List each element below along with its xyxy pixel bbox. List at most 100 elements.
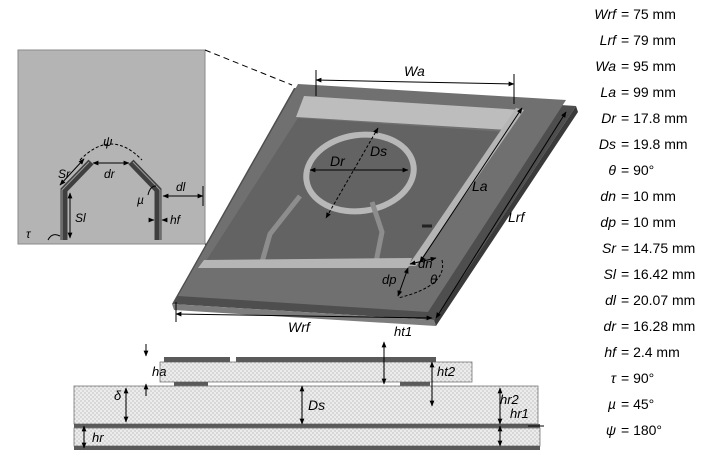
param-name: dp bbox=[600, 214, 616, 230]
psi-arc bbox=[79, 143, 143, 161]
psi-label: ψ bbox=[103, 134, 113, 149]
dp-label: dp bbox=[382, 272, 396, 287]
param-value: = 17.8 mm bbox=[621, 110, 688, 126]
param-name: La bbox=[600, 84, 616, 100]
dp-dimension bbox=[397, 267, 409, 297]
ds-height-label: Ds bbox=[308, 397, 325, 413]
right-strip-highlight bbox=[132, 161, 161, 240]
balun-detail-inset: ψ dr Sr Sl τ µ dl hf bbox=[17, 49, 293, 263]
param-name: Wa bbox=[595, 58, 616, 74]
param-name: θ bbox=[608, 162, 616, 178]
theta-arc bbox=[397, 259, 444, 299]
param-value: = 16.42 mm bbox=[621, 266, 696, 282]
param-row: dp = 10 mm bbox=[562, 212, 708, 232]
param-name: Dr bbox=[601, 110, 616, 126]
inset-leader-top bbox=[204, 49, 293, 86]
reflector-top-copper bbox=[74, 424, 540, 428]
param-name: dl bbox=[605, 292, 616, 308]
param-row: Wrf = 75 mm bbox=[562, 4, 708, 24]
param-name: µ bbox=[607, 396, 616, 412]
side-cross-section: ha δ Ds ht2 hr2 hr1 hr bbox=[73, 341, 544, 450]
delta-label: δ bbox=[114, 388, 122, 403]
hr-label: hr bbox=[92, 430, 104, 445]
param-name: ψ bbox=[605, 422, 616, 438]
bottom-light-strip bbox=[198, 258, 412, 268]
param-value: = 90° bbox=[621, 162, 655, 178]
param-name: dn bbox=[600, 188, 616, 204]
mu-arc bbox=[147, 185, 157, 196]
param-row: Sr = 14.75 mm bbox=[562, 238, 708, 258]
param-row: Ds = 19.8 mm bbox=[562, 134, 708, 154]
ds-label-main: Ds bbox=[370, 143, 387, 159]
sr-label: Sr bbox=[58, 167, 71, 181]
inset-background bbox=[17, 49, 206, 245]
param-row: µ = 45° bbox=[562, 394, 708, 414]
ht1-label: ht1 bbox=[394, 324, 412, 339]
param-name: Lrf bbox=[599, 32, 616, 48]
sr-dimension bbox=[59, 158, 85, 186]
param-row: θ = 90° bbox=[562, 160, 708, 180]
param-value: = 20.07 mm bbox=[621, 292, 696, 308]
param-value: = 79 mm bbox=[621, 32, 676, 48]
spacer-region bbox=[73, 385, 539, 425]
param-value: = 14.75 mm bbox=[621, 240, 696, 256]
dr-label: dr bbox=[104, 167, 116, 181]
param-value: = 10 mm bbox=[621, 188, 676, 204]
tau-arc bbox=[47, 234, 61, 241]
hf-label: hf bbox=[170, 213, 182, 227]
param-name: dr bbox=[603, 318, 616, 334]
param-row: dn = 10 mm bbox=[562, 186, 708, 206]
reflector-substrate bbox=[73, 427, 541, 447]
param-row: Lrf = 79 mm bbox=[562, 30, 708, 50]
ht2-label: ht2 bbox=[437, 364, 456, 379]
param-name: Sr bbox=[602, 240, 616, 256]
antenna-bottom-copper-left bbox=[174, 382, 208, 387]
param-value: = 90° bbox=[621, 370, 655, 386]
wa-label: Wa bbox=[404, 63, 425, 79]
antenna-top-copper-right bbox=[236, 357, 436, 362]
ha-label: ha bbox=[152, 364, 166, 379]
wrf-dimension bbox=[175, 311, 433, 321]
param-value: = 16.28 mm bbox=[621, 318, 696, 334]
param-value: = 10 mm bbox=[621, 214, 676, 230]
param-row: τ = 90° bbox=[562, 368, 708, 388]
lrf-dimension bbox=[435, 111, 567, 319]
param-name: Sl bbox=[603, 266, 616, 282]
lrf-label: Lrf bbox=[508, 209, 526, 225]
theta-label: θ bbox=[430, 272, 437, 287]
dr-label-main: Dr bbox=[330, 153, 346, 169]
mu-label: µ bbox=[137, 193, 144, 207]
tau-label: τ bbox=[26, 227, 32, 241]
param-row: dr = 16.28 mm bbox=[562, 316, 708, 336]
antenna-bottom-copper-right bbox=[400, 382, 430, 387]
antenna-top-copper-left bbox=[164, 357, 230, 362]
param-value: = 75 mm bbox=[621, 6, 676, 22]
hr1-label: hr1 bbox=[510, 406, 529, 421]
param-row: Dr = 17.8 mm bbox=[562, 108, 708, 128]
param-row: Wa = 95 mm bbox=[562, 56, 708, 76]
param-value: = 19.8 mm bbox=[621, 136, 688, 152]
param-name: Wrf bbox=[594, 6, 616, 22]
ds-diameter bbox=[325, 127, 379, 219]
sl-label: Sl bbox=[75, 211, 86, 225]
dl-label: dl bbox=[176, 180, 186, 194]
param-row: Sl = 16.42 mm bbox=[562, 264, 708, 284]
param-value: = 180° bbox=[621, 422, 663, 438]
param-name: hf bbox=[604, 344, 616, 360]
param-value: = 45° bbox=[621, 396, 655, 412]
param-value: = 95 mm bbox=[621, 58, 676, 74]
param-name: Ds bbox=[598, 136, 616, 152]
param-value: = 2.4 mm bbox=[621, 344, 680, 360]
hr2-label: hr2 bbox=[500, 392, 520, 407]
la-label: La bbox=[472, 178, 488, 194]
feed-line-left bbox=[259, 194, 302, 263]
dn-dimension bbox=[409, 256, 437, 266]
dn-label: dn bbox=[418, 256, 432, 271]
param-row: ψ = 180° bbox=[562, 420, 708, 440]
antenna-3d-view: Wa La Lrf Dr Ds dn dp θ Wrf ht1 bbox=[172, 63, 578, 339]
reflector-bottom-copper bbox=[74, 446, 540, 450]
param-row: hf = 2.4 mm bbox=[562, 342, 708, 362]
param-name: τ bbox=[610, 370, 616, 386]
param-value: = 99 mm bbox=[621, 84, 676, 100]
